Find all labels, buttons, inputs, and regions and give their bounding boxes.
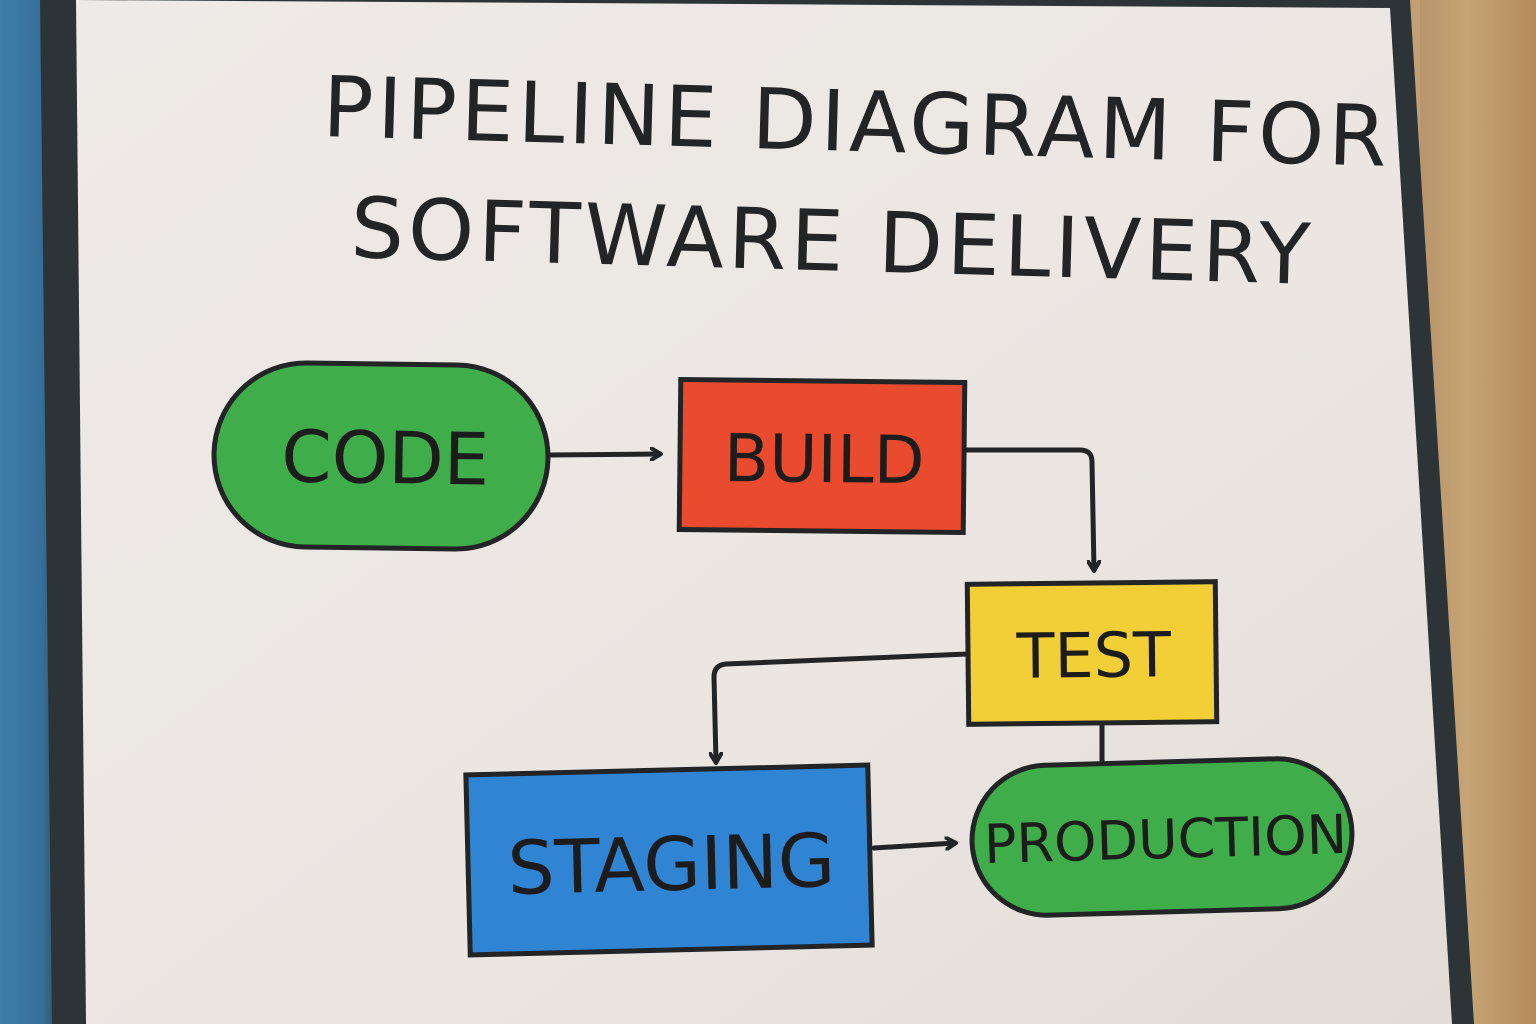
node-code-label: CODE (281, 415, 490, 502)
node-staging: STAGING (463, 762, 875, 958)
arrow-staging-to-production (871, 843, 955, 848)
node-production-label: PRODUCTION (983, 803, 1348, 876)
arrow-test-to-staging (714, 651, 971, 762)
arrow-code-to-build (545, 454, 660, 455)
connectors (545, 447, 1105, 848)
node-production: PRODUCTION (969, 756, 1355, 918)
node-build-label: BUILD (724, 420, 925, 499)
node-test: TEST (964, 579, 1220, 727)
node-test-label: TEST (1015, 618, 1172, 693)
node-staging-label: STAGING (507, 818, 837, 912)
node-code: CODE (211, 360, 551, 552)
arrow-build-to-test (961, 447, 1094, 570)
node-build: BUILD (676, 376, 968, 536)
